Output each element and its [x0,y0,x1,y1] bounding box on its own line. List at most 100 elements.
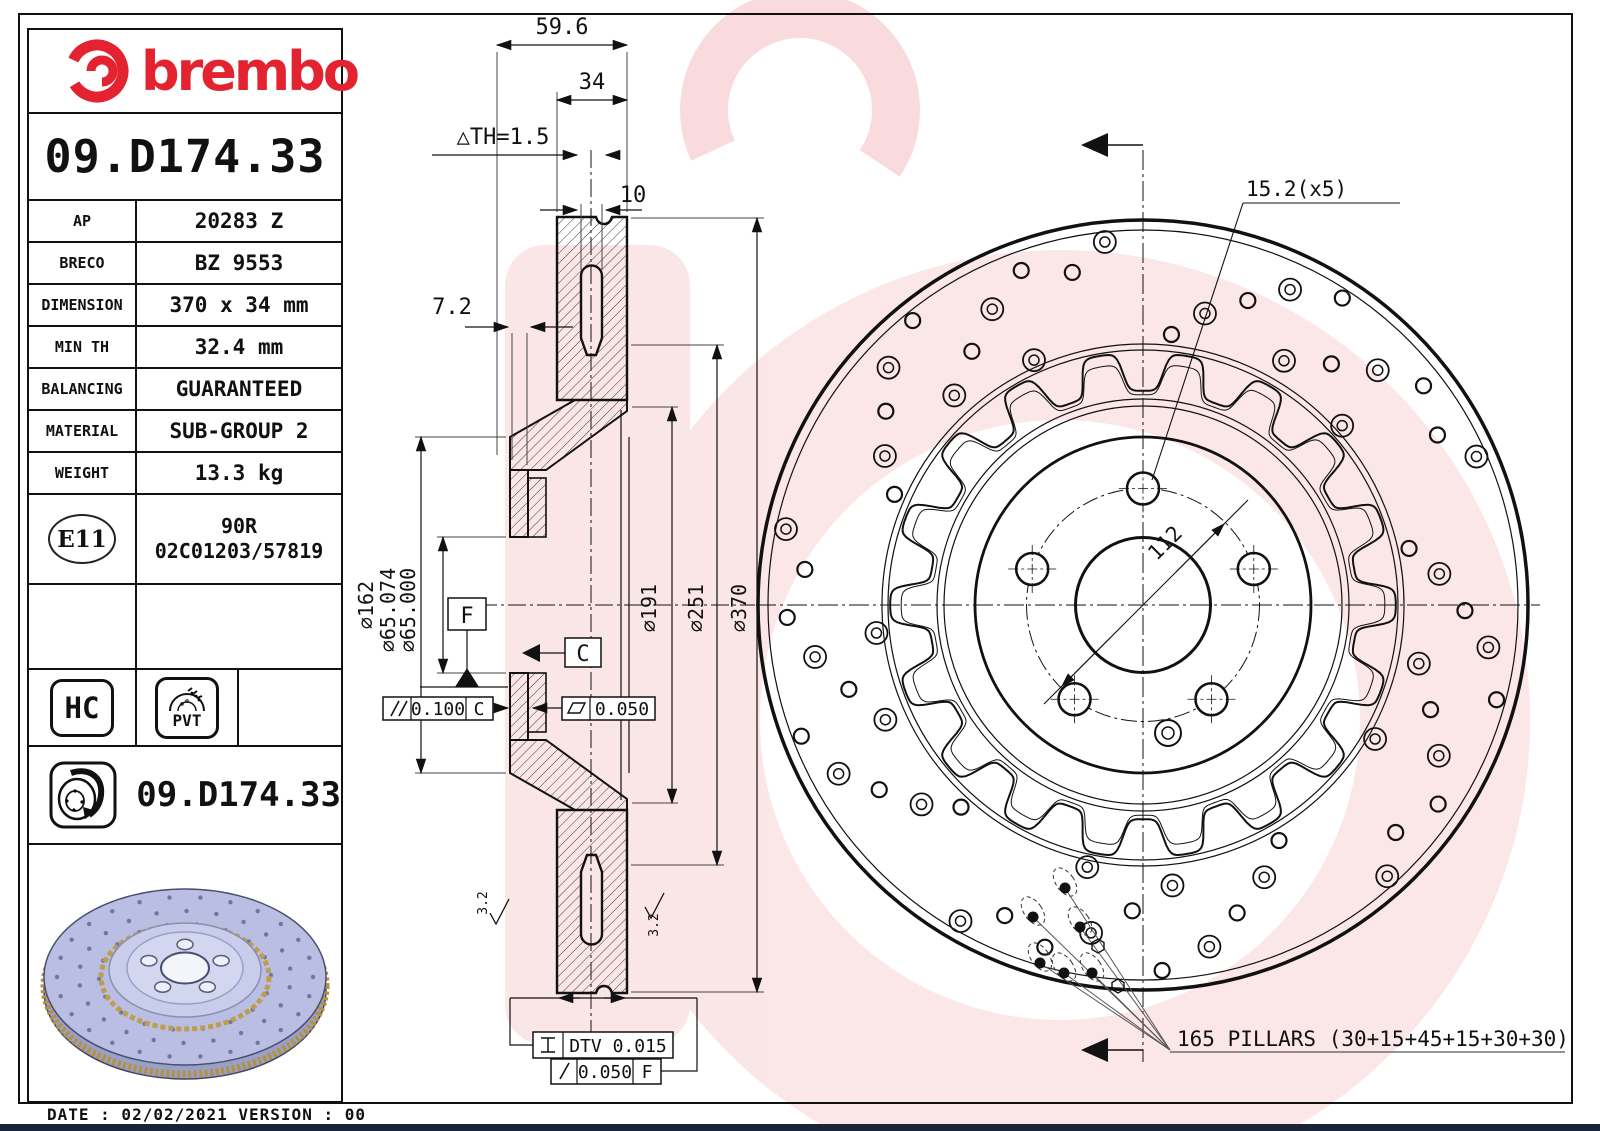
runout-value: 0.050 [578,1062,632,1083]
spec-row-dimension: DIMENSION 370 x 34 mm [29,285,341,327]
brand-header: brembo [29,30,360,114]
parallelism-datum: C [474,699,485,720]
dim-370: ∅370 [727,584,751,632]
homologation-line1: 90R [220,514,258,538]
flatness-value: 0.050 [595,699,649,720]
extension-lines [415,52,764,993]
hub-step-top-section [527,477,547,538]
spec-label: MATERIAL [29,411,137,451]
datum-f: F [420,597,508,688]
disc-caliper-icon [49,761,117,829]
watermark-b-bowl [590,250,1531,1131]
cast-scallop-ring [889,353,1397,857]
dtv-frame: DTV 0.015 0.050 F [509,992,698,1085]
pillars-label: 165 PILLARS (30+15+45+15+30+30) [1177,1027,1569,1051]
runout-symbol-icon [559,1062,570,1080]
part-number-box: 09.D174.33 [29,114,341,201]
roughness-right: 3.2 [644,892,665,937]
empty-row [29,585,341,670]
spec-value: 13.3 kg [194,461,284,485]
spec-row-balancing: BALANCING GUARANTEED [29,369,341,411]
dim-flange: 7.2 [432,295,472,320]
product-photo [29,845,341,1102]
bolt-holes [1008,464,1278,724]
disc-photo-icon [40,887,330,1080]
bell-top-section [509,399,628,471]
hat-outer-circle-1 [936,398,1350,812]
spec-label: BRECO [29,243,137,283]
spec-value: 370 x 34 mm [169,293,309,317]
chamfer-circle [767,229,1519,981]
dim-hole: 10 [620,183,647,208]
bolt-hole-dimension: 15.2(x5) [1151,177,1400,481]
friction-ring-bottom-section [555,808,629,995]
dim-thickness: 34 [579,70,606,95]
pillar-markers [1020,867,1171,1051]
spec-label: DIMENSION [29,285,137,325]
center-bore-circle [1074,536,1212,674]
pillars-dimension: 165 PILLARS (30+15+45+15+30+30) [1170,1027,1569,1053]
brembo-emblem-icon [65,39,129,103]
spec-row-breco: BRECO BZ 9553 [29,243,341,285]
datum-c: C [522,637,602,668]
front-view: 15.2(x5) 112 165 PILLARS (30+15+45+15+30… [756,133,1569,1062]
spec-label: BALANCING [29,369,137,409]
pin-hole [1154,719,1182,747]
spec-label: AP [29,201,137,241]
spec-label: MIN TH [29,327,137,367]
flatness-symbol-icon [566,702,587,714]
dim-251: ∅251 [684,584,708,632]
drawing-frame [18,13,1573,1104]
dim-offset: 59.6 [536,15,589,40]
parallelism-frame: 0.100 C [382,696,510,721]
runout-datum: F [642,1062,653,1083]
homologation-line2: 02C01203/57819 [154,539,324,563]
spec-row-ap: AP 20283 Z [29,201,341,243]
spec-label: WEIGHT [29,453,137,493]
section-view: 59.6 34 △TH=1.5 10 7.2 ∅162 ∅65.074 ∅65.… [354,15,764,1085]
band-inner-circle-1 [881,343,1405,867]
e11-mark-icon: E11 [48,514,116,564]
dim-hub-face: ∅162 [354,581,378,629]
dim-wear: △TH=1.5 [457,125,550,150]
dtv-symbol-icon [541,1037,555,1053]
pvt-label: PVT [172,710,202,730]
datum-f-triangle-icon [455,668,479,687]
spec-value: BZ 9553 [194,251,284,275]
badges-row: HC PVT [29,670,341,747]
dim-bore-lo: ∅65.000 [396,568,420,652]
flatness-frame: 0.050 [531,696,656,721]
friction-ring-top-section [555,215,629,402]
dim-bore-hi: ∅65.074 [376,568,400,652]
part-number: 09.D174.33 [44,130,326,183]
outer-diameter-circle [756,218,1530,992]
brand-wordmark: brembo [141,39,360,103]
datum-c-label: C [576,642,589,667]
footer-part-row: 09.D174.33 [29,747,341,845]
hat-outer-circle-2 [943,405,1343,805]
footer-part-number: 09.D174.33 [136,775,341,815]
parallelism-symbol-icon [390,700,408,717]
dtv-value: DTV 0.015 [569,1036,667,1057]
view-arrows [1081,133,1143,1062]
scan-edge-bar [0,1124,1600,1131]
spec-row-material: MATERIAL SUB-GROUP 2 [29,411,341,453]
roughness-left: 3.2 [476,891,510,926]
view-arrow-top-icon [1081,133,1108,157]
info-panel: brembo 09.D174.33 AP 20283 Z BRECO BZ 95… [27,28,360,1103]
spec-row-weight: WEIGHT 13.3 kg [29,453,341,495]
roughness-right-value: 3.2 [647,913,662,936]
datum-f-label: F [460,604,473,629]
homologation-number: 90R 02C01203/57819 [137,495,341,583]
drill-holes [774,230,1506,980]
spec-value: GUARANTEED [175,377,303,401]
date-version-line: DATE : 02/02/2021 VERSION : 00 [47,1105,366,1124]
spec-row-minth: MIN TH 32.4 mm [29,327,341,369]
pvt-disc-glyph-icon [169,686,205,711]
roughness-left-value: 3.2 [476,891,491,914]
dim-191: ∅191 [637,584,661,632]
parallelism-value: 0.100 [411,699,465,720]
homologation-row: E11 90R 02C01203/57819 [29,495,341,585]
